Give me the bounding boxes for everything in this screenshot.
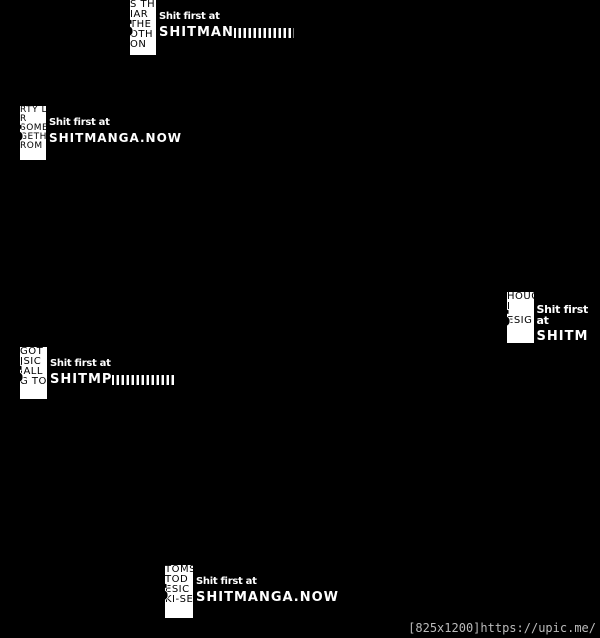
watermark-text: Shit first at SHITMAN <box>159 12 294 39</box>
logo-big-letter: S <box>20 364 24 386</box>
watermark-3: HOUG I ESIG S Shit first at SHITM <box>490 292 600 343</box>
logo-text-line: ROM <box>20 141 43 151</box>
tagline: Shit first at <box>536 303 589 327</box>
logo-text-line: GOT <box>20 347 44 357</box>
logo-box: TOMS TOD ESIC KI-SE S <box>165 565 193 618</box>
logo-box: S TH IAR THE OTH ON S <box>130 0 156 55</box>
watermark-1: S TH IAR THE OTH ON S Shit first at SHIT… <box>115 0 294 55</box>
glitch-artifact <box>233 27 294 38</box>
logo-big-letter: S <box>130 18 134 40</box>
logo-box: RTY L R SOME GETH ROM S <box>20 106 46 160</box>
logo-text-line: JSIC <box>20 356 42 367</box>
logo-text-line: GETH <box>20 132 46 142</box>
watermark-2: RTY L R SOME GETH ROM S Shit first at SH… <box>5 106 182 160</box>
watermark-4: GOT JSIC IALL G TO S Shit first at SHITM… <box>3 347 177 399</box>
watermark-text: Shit first at SHITM <box>537 304 600 343</box>
logo-text-line: IAR <box>130 9 149 20</box>
brand-text: SHITMP <box>50 373 177 386</box>
watermark-5: TOMS TOD ESIC KI-SE S Shit first at SHIT… <box>148 565 339 618</box>
logo-big-letter: S <box>20 123 24 145</box>
tagline: Shit first at <box>50 358 111 369</box>
brand-text: SHITMANGA.NOW <box>49 131 183 145</box>
image-source-footer: [825x1200]https://upic.me/ <box>408 621 596 635</box>
logo-text-line: ESIG <box>507 315 533 326</box>
logo-box: GOT JSIC IALL G TO S <box>20 347 47 399</box>
watermark-text: Shit first at SHITMANGA.NOW <box>196 576 340 605</box>
logo-text-line: ESIC <box>165 584 190 595</box>
tagline: Shit first at <box>196 576 257 587</box>
brand-text: SHITM <box>536 329 589 344</box>
tagline: Shit first at <box>159 11 220 22</box>
tagline: Shit first at <box>49 117 110 128</box>
logo-text-line: KI-SE <box>165 594 193 605</box>
brand-text: SHITMANGA.NOW <box>196 590 340 605</box>
brand-text: SHITMAN <box>159 26 294 39</box>
logo-text-line: THE <box>130 19 152 30</box>
watermark-text: Shit first at SHITMP <box>50 358 177 386</box>
logo-text-line: I <box>507 301 511 312</box>
logo-text-line: S TH <box>130 0 156 10</box>
logo-big-letter: S <box>507 308 511 330</box>
logo-text-line: HOUG <box>507 292 534 302</box>
logo-text-line: OTH <box>130 29 153 40</box>
logo-box: HOUG I ESIG S <box>507 292 534 343</box>
logo-text-line: RTY L <box>20 106 46 115</box>
logo-text-line: SOME <box>20 123 46 133</box>
logo-text-line: IALL <box>20 366 43 377</box>
logo-big-letter: S <box>165 582 169 604</box>
logo-text-line: TOMS <box>165 565 193 575</box>
glitch-artifact <box>112 374 177 385</box>
logo-text-line: G TO <box>20 376 47 387</box>
logo-text-line: TOD <box>165 574 189 585</box>
logo-text-line: R <box>20 114 27 124</box>
watermark-text: Shit first at SHITMANGA.NOW <box>49 117 183 145</box>
logo-text-line: ON <box>130 39 147 50</box>
